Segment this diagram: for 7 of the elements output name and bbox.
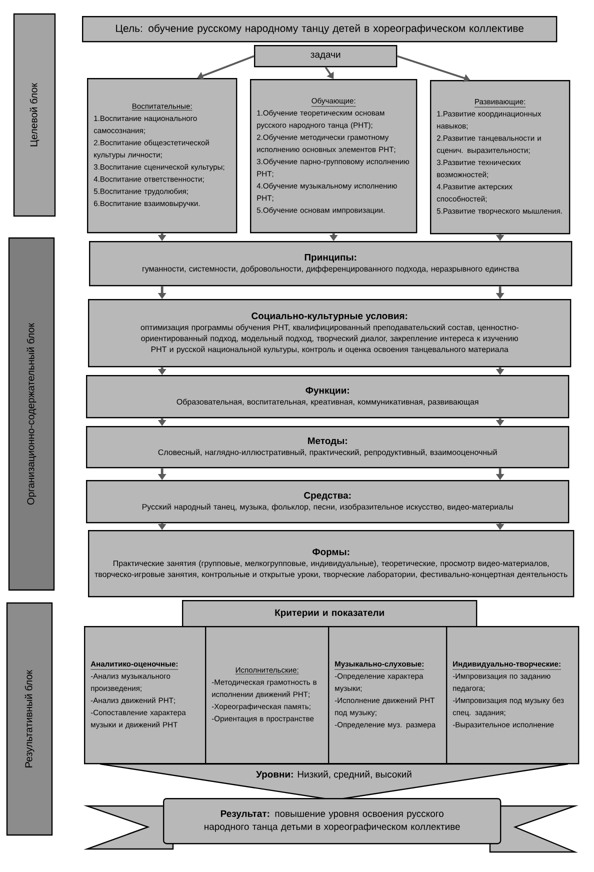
section-label: Организационно-содержательный блок [8,237,55,591]
heading-box: Критерии и показатели [182,600,478,628]
heading-box: Цель: обучение русскому народному танцу детей в хореографическом коллективе [82,16,558,42]
heading-box: задачи [254,45,398,68]
section-label: Результативный блок [6,602,53,836]
section-label: Целевой блок [13,13,56,217]
arrow [324,66,334,79]
